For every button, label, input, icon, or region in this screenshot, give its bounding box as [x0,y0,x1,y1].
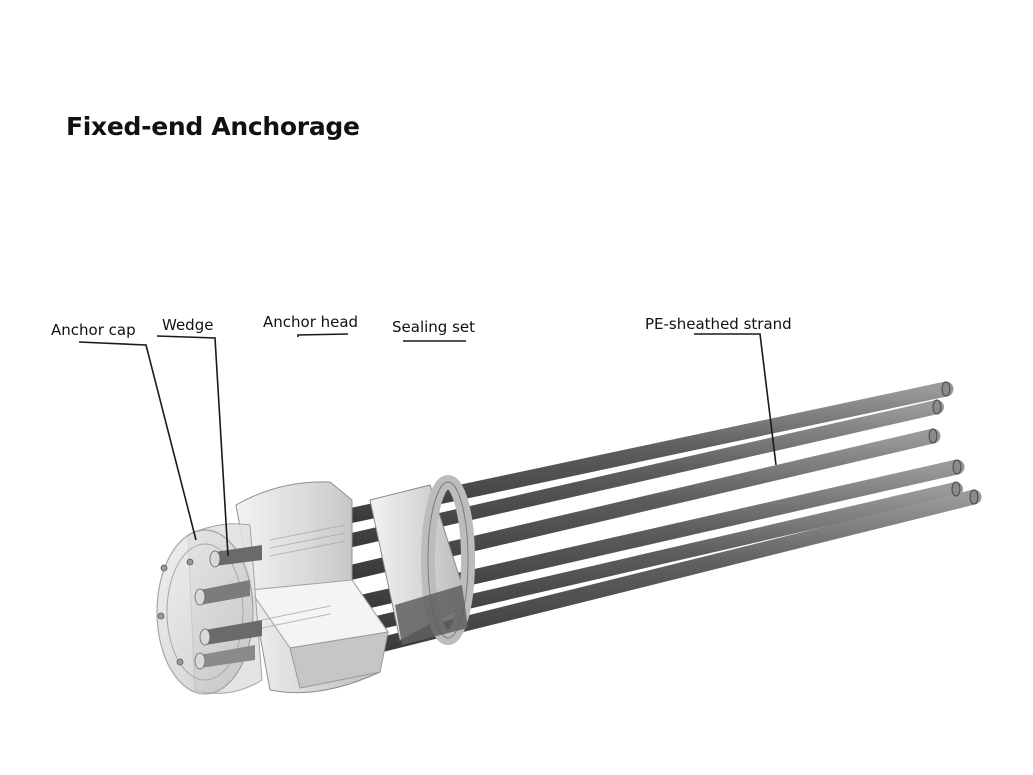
anchor-cap [156,523,263,695]
label-anchor-head: Anchor head [263,313,359,331]
wedges [194,545,262,670]
leader-anchor-cap [78,341,197,541]
label-sealing-set: Sealing set [392,318,475,336]
leader-pe-sheathed-strand [694,333,777,466]
anchor-head-block [235,481,389,694]
leader-anchor-head [297,333,349,337]
diagram-title: Fixed-end Anchorage [66,112,360,141]
label-wedge: Wedge [162,316,214,334]
sealing-set-ring [369,475,475,645]
label-anchor-cap: Anchor cap [51,321,136,339]
leader-wedge [156,335,229,557]
leader-lines [78,333,777,557]
label-pe-sheathed-strand: PE-sheathed strand [645,315,792,333]
